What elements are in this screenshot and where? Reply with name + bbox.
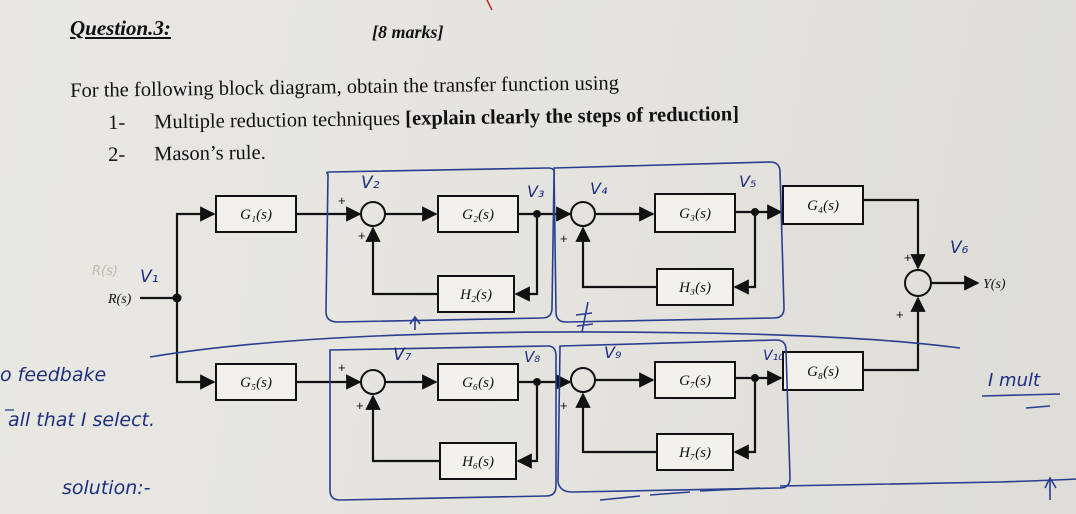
ink-label-v8: V₈: [524, 348, 540, 366]
ink-underline-short: [1025, 405, 1051, 409]
ink-label-v3: V₃: [527, 182, 544, 201]
wire-h2-feed: [514, 214, 539, 302]
wire-h7-feed: [733, 378, 757, 460]
wire-g4-output-sum: [863, 198, 926, 270]
lower-branch-wire: [175, 298, 216, 390]
block-g3-label: G₃(s): [679, 206, 711, 222]
summing-junction-9: [570, 367, 596, 393]
summing-junction-7: [360, 369, 386, 395]
ink-right-note: I mult: [988, 370, 1041, 391]
wire-h3-return: [575, 226, 657, 289]
sign-plus: +: [358, 228, 366, 243]
block-h7: [656, 433, 734, 471]
ink-label-v1: V₁: [140, 267, 158, 287]
block-h2: [437, 275, 515, 313]
faint-text: R(s): [92, 264, 118, 279]
block-g6: [437, 363, 519, 401]
ink-note-line2: all that I select.: [8, 409, 155, 431]
summing-junction-3: [570, 201, 596, 227]
sign-plus: +: [560, 231, 568, 246]
block-h7-label: H₇(s): [678, 445, 711, 461]
ink-label-v9: V₉: [604, 343, 622, 362]
block-h2-label: H₂(s): [459, 287, 492, 303]
sign-plus: +: [896, 307, 904, 322]
wire-h6-feed: [516, 382, 539, 469]
ink-underline: [981, 393, 1061, 397]
wire-h7-return: [575, 392, 657, 454]
block-g2-label: G₂(s): [462, 207, 494, 223]
question-marks: [8 marks]: [372, 22, 444, 42]
wire-h6-return: [365, 394, 440, 463]
block-g1-label: G₁(s): [240, 207, 272, 223]
question-title: Question.3:: [70, 16, 171, 40]
ink-label-v2: V₂: [361, 173, 380, 193]
sign-plus: +: [338, 360, 346, 375]
wire-h3-feed: [733, 212, 757, 295]
ink-loop-box-lower-left: [329, 345, 557, 501]
block-h3: [656, 268, 734, 306]
ink-label-v7: V₇: [393, 345, 412, 365]
sign-plus: +: [904, 250, 912, 265]
block-g7-label: G₇(s): [679, 373, 711, 389]
ink-up-arrow: [409, 315, 421, 330]
wire-g8-output-sum: [863, 296, 926, 372]
output-summing-junction: [904, 269, 932, 297]
block-h3-label: H₃(s): [678, 280, 711, 296]
wire-h2-return: [365, 226, 438, 296]
sign-plus: +: [338, 193, 346, 208]
ink-loop-box-upper-left: [325, 167, 556, 323]
block-h6: [439, 442, 517, 480]
input-label: R(s): [107, 292, 132, 307]
ink-bottom-arrow: [1044, 476, 1057, 500]
ink-loop-box-upper-right: [553, 161, 785, 323]
block-g8-label: G₈(s): [807, 364, 839, 380]
block-g5-label: G₅(s): [240, 375, 272, 391]
ink-top-mark: [486, 0, 493, 11]
ink-label-v5: V₅: [739, 172, 756, 191]
block-g6-label: G₆(s): [462, 375, 494, 391]
sign-plus: +: [356, 398, 364, 413]
block-h6-label: H₆(s): [461, 454, 494, 470]
ink-cross-mark: [575, 301, 594, 333]
block-g4: [782, 185, 864, 225]
summing-junction-2: [360, 201, 386, 227]
sign-plus: +: [560, 398, 568, 413]
upper-branch-wire: [175, 206, 216, 298]
ink-label-v10: V₁₀: [763, 348, 784, 364]
ink-note-line1: o feedbake: [0, 364, 106, 386]
block-g4-label: G₄(s): [807, 198, 839, 214]
ink-divider-curve: [149, 331, 961, 358]
block-g7: [654, 361, 736, 399]
ink-bottom-line: [599, 478, 1076, 501]
ink-note-line3: solution:-: [62, 477, 151, 499]
ink-label-v6: V₆: [950, 238, 969, 258]
output-label: Y(s): [983, 277, 1006, 292]
ink-label-v4: V₄: [590, 179, 608, 198]
